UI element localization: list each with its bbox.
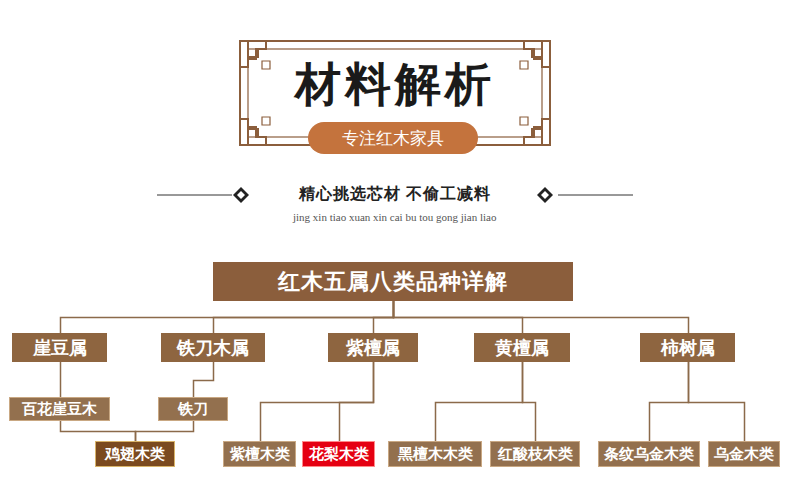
tree-connector [60, 362, 61, 397]
node-label: 乌金木类 [714, 445, 774, 464]
tree-connector [436, 362, 523, 441]
pinyin-text: jing xin tiao xuan xin cai bu tou gong j… [293, 211, 496, 223]
genus-box: 柿树属 [640, 333, 735, 362]
node-label: 花梨木类 [309, 445, 369, 464]
class-box: 鸡翅木类 [95, 441, 175, 467]
species-box: 百花崖豆木 [9, 397, 110, 421]
class-box: 红酸枝木类 [490, 441, 580, 467]
class-box: 条纹乌金木类 [598, 441, 700, 467]
tree-connector [374, 301, 394, 333]
node-label: 紫檀属 [346, 336, 400, 360]
class-box: 黑檀木木类 [388, 441, 482, 467]
node-label: 紫檀木类 [230, 445, 290, 464]
tree-connector [194, 362, 214, 397]
node-label: 黄檀属 [495, 336, 549, 360]
tree-connector [214, 301, 394, 333]
tree-connector [136, 421, 194, 441]
class-box: 紫檀木类 [223, 441, 296, 467]
tree-connector [61, 421, 136, 441]
node-label: 崖豆属 [33, 336, 87, 360]
genus-box: 黄檀属 [474, 333, 570, 362]
genus-box: 崖豆属 [12, 333, 107, 362]
node-label: 百花崖豆木 [22, 400, 97, 419]
tree-connector [523, 362, 536, 441]
root-box: 红木五属八类品种详解 [213, 262, 573, 301]
tree-connector [61, 301, 394, 333]
node-label: 柿树属 [661, 336, 715, 360]
node-label: 铁刀 [178, 400, 208, 419]
node-label: 黑檀木木类 [398, 445, 473, 464]
tree-connector [340, 362, 374, 441]
node-label: 铁刀木属 [177, 336, 249, 360]
tree-connector [261, 362, 374, 441]
node-label: 红酸枝木类 [498, 445, 573, 464]
tree-connector [689, 362, 745, 441]
class-box: 乌金木类 [708, 441, 780, 467]
genus-box: 紫檀属 [328, 333, 418, 362]
tree-connector [650, 362, 689, 441]
species-box: 铁刀 [158, 397, 228, 421]
tree-connector [394, 301, 689, 333]
node-label: 专注红木家具 [342, 127, 444, 150]
title-text: 材料解析 [295, 54, 495, 116]
node-label: 红木五属八类品种详解 [278, 267, 508, 297]
slogan-pill: 专注红木家具 [308, 122, 478, 154]
slogan-text: 精心挑选芯材 不偷工减料 [299, 184, 491, 205]
class-box: 花梨木类 [302, 441, 375, 467]
node-label: 鸡翅木类 [105, 445, 165, 464]
node-label: 条纹乌金木类 [604, 445, 694, 464]
genus-box: 铁刀木属 [161, 333, 265, 362]
